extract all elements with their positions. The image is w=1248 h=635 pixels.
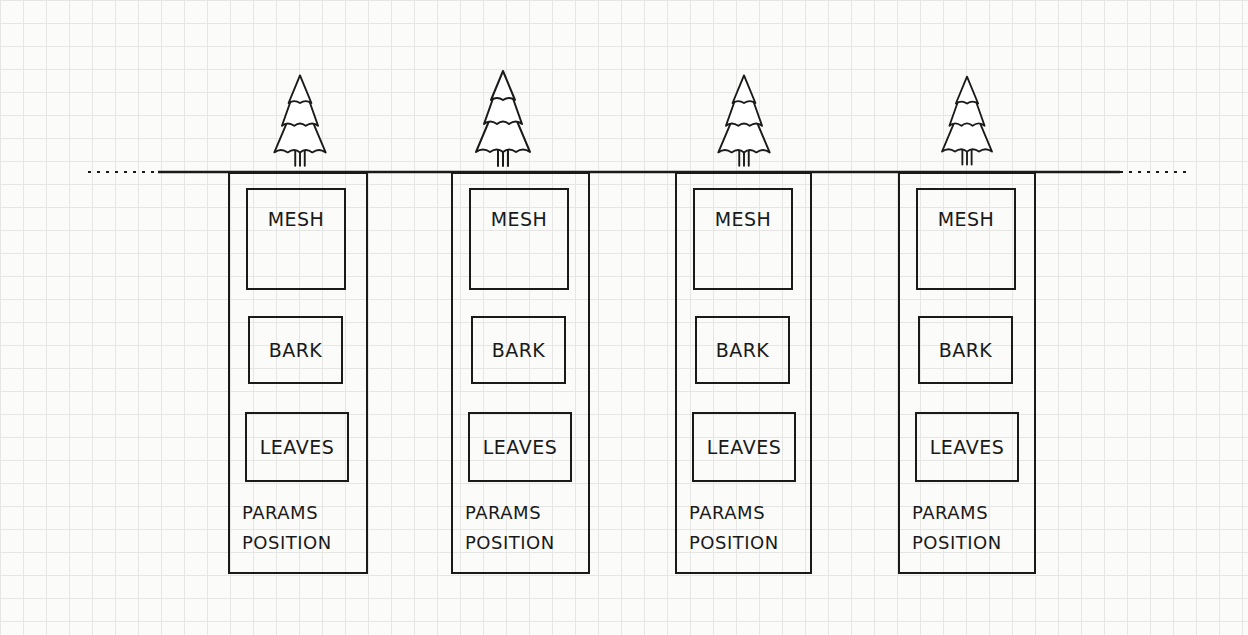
- component-box: BARK: [918, 316, 1013, 384]
- component-box: BARK: [248, 316, 343, 384]
- component-label: BARK: [269, 335, 323, 365]
- object-column: PARAMS POSITION MESH BARK LEAVES: [675, 172, 812, 574]
- field-label: PARAMS POSITION: [912, 498, 1030, 558]
- component-label: LEAVES: [260, 432, 334, 462]
- field-label: PARAMS POSITION: [689, 498, 807, 558]
- tree-icon: [718, 75, 769, 165]
- component-box: BARK: [695, 316, 790, 384]
- component-label: MESH: [715, 204, 772, 234]
- component-label: LEAVES: [707, 432, 781, 462]
- tree-icon: [476, 71, 530, 166]
- component-box: LEAVES: [915, 412, 1019, 482]
- component-label: BARK: [492, 335, 546, 365]
- object-column: PARAMS POSITION MESH BARK LEAVES: [451, 172, 590, 574]
- component-box: MESH: [693, 188, 793, 290]
- object-column: PARAMS POSITION MESH BARK LEAVES: [898, 172, 1036, 574]
- component-box: LEAVES: [692, 412, 796, 482]
- tree-icon: [942, 77, 992, 165]
- field-label: PARAMS POSITION: [465, 498, 583, 558]
- component-box: LEAVES: [468, 412, 572, 482]
- component-label: LEAVES: [930, 432, 1004, 462]
- component-label: MESH: [268, 204, 325, 234]
- tree-icon: [274, 75, 325, 165]
- component-box: MESH: [246, 188, 346, 290]
- ground-dots: [88, 171, 158, 173]
- component-label: BARK: [939, 335, 993, 365]
- ground-dots: [1120, 171, 1188, 173]
- object-column: PARAMS POSITION MESH BARK LEAVES: [228, 172, 368, 574]
- component-box: LEAVES: [245, 412, 349, 482]
- component-label: LEAVES: [483, 432, 557, 462]
- component-label: MESH: [491, 204, 548, 234]
- component-label: BARK: [716, 335, 770, 365]
- component-label: MESH: [938, 204, 995, 234]
- component-box: MESH: [916, 188, 1016, 290]
- component-box: MESH: [469, 188, 569, 290]
- component-box: BARK: [471, 316, 566, 384]
- field-label: PARAMS POSITION: [242, 498, 360, 558]
